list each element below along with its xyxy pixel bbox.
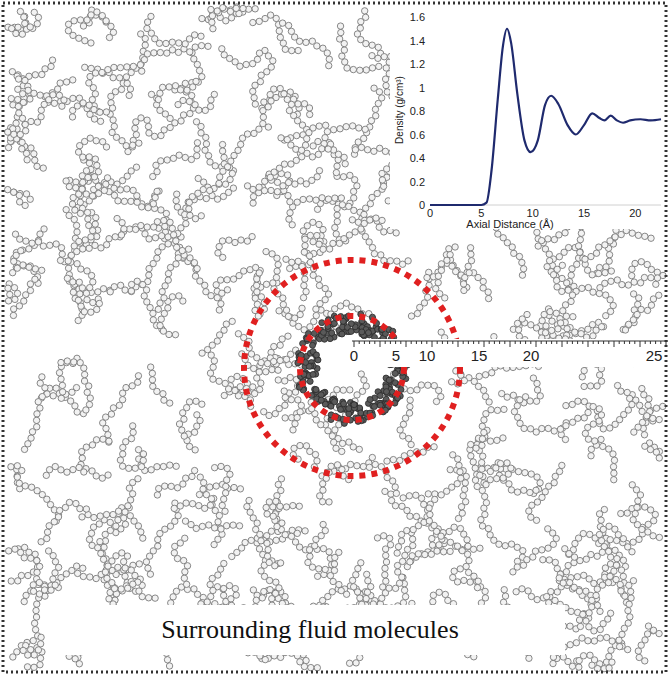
molecular-snapshot: [0, 0, 670, 677]
figure-stage: 1.61.41.210.80.60.40.2005101520Axial Dis…: [0, 0, 670, 677]
